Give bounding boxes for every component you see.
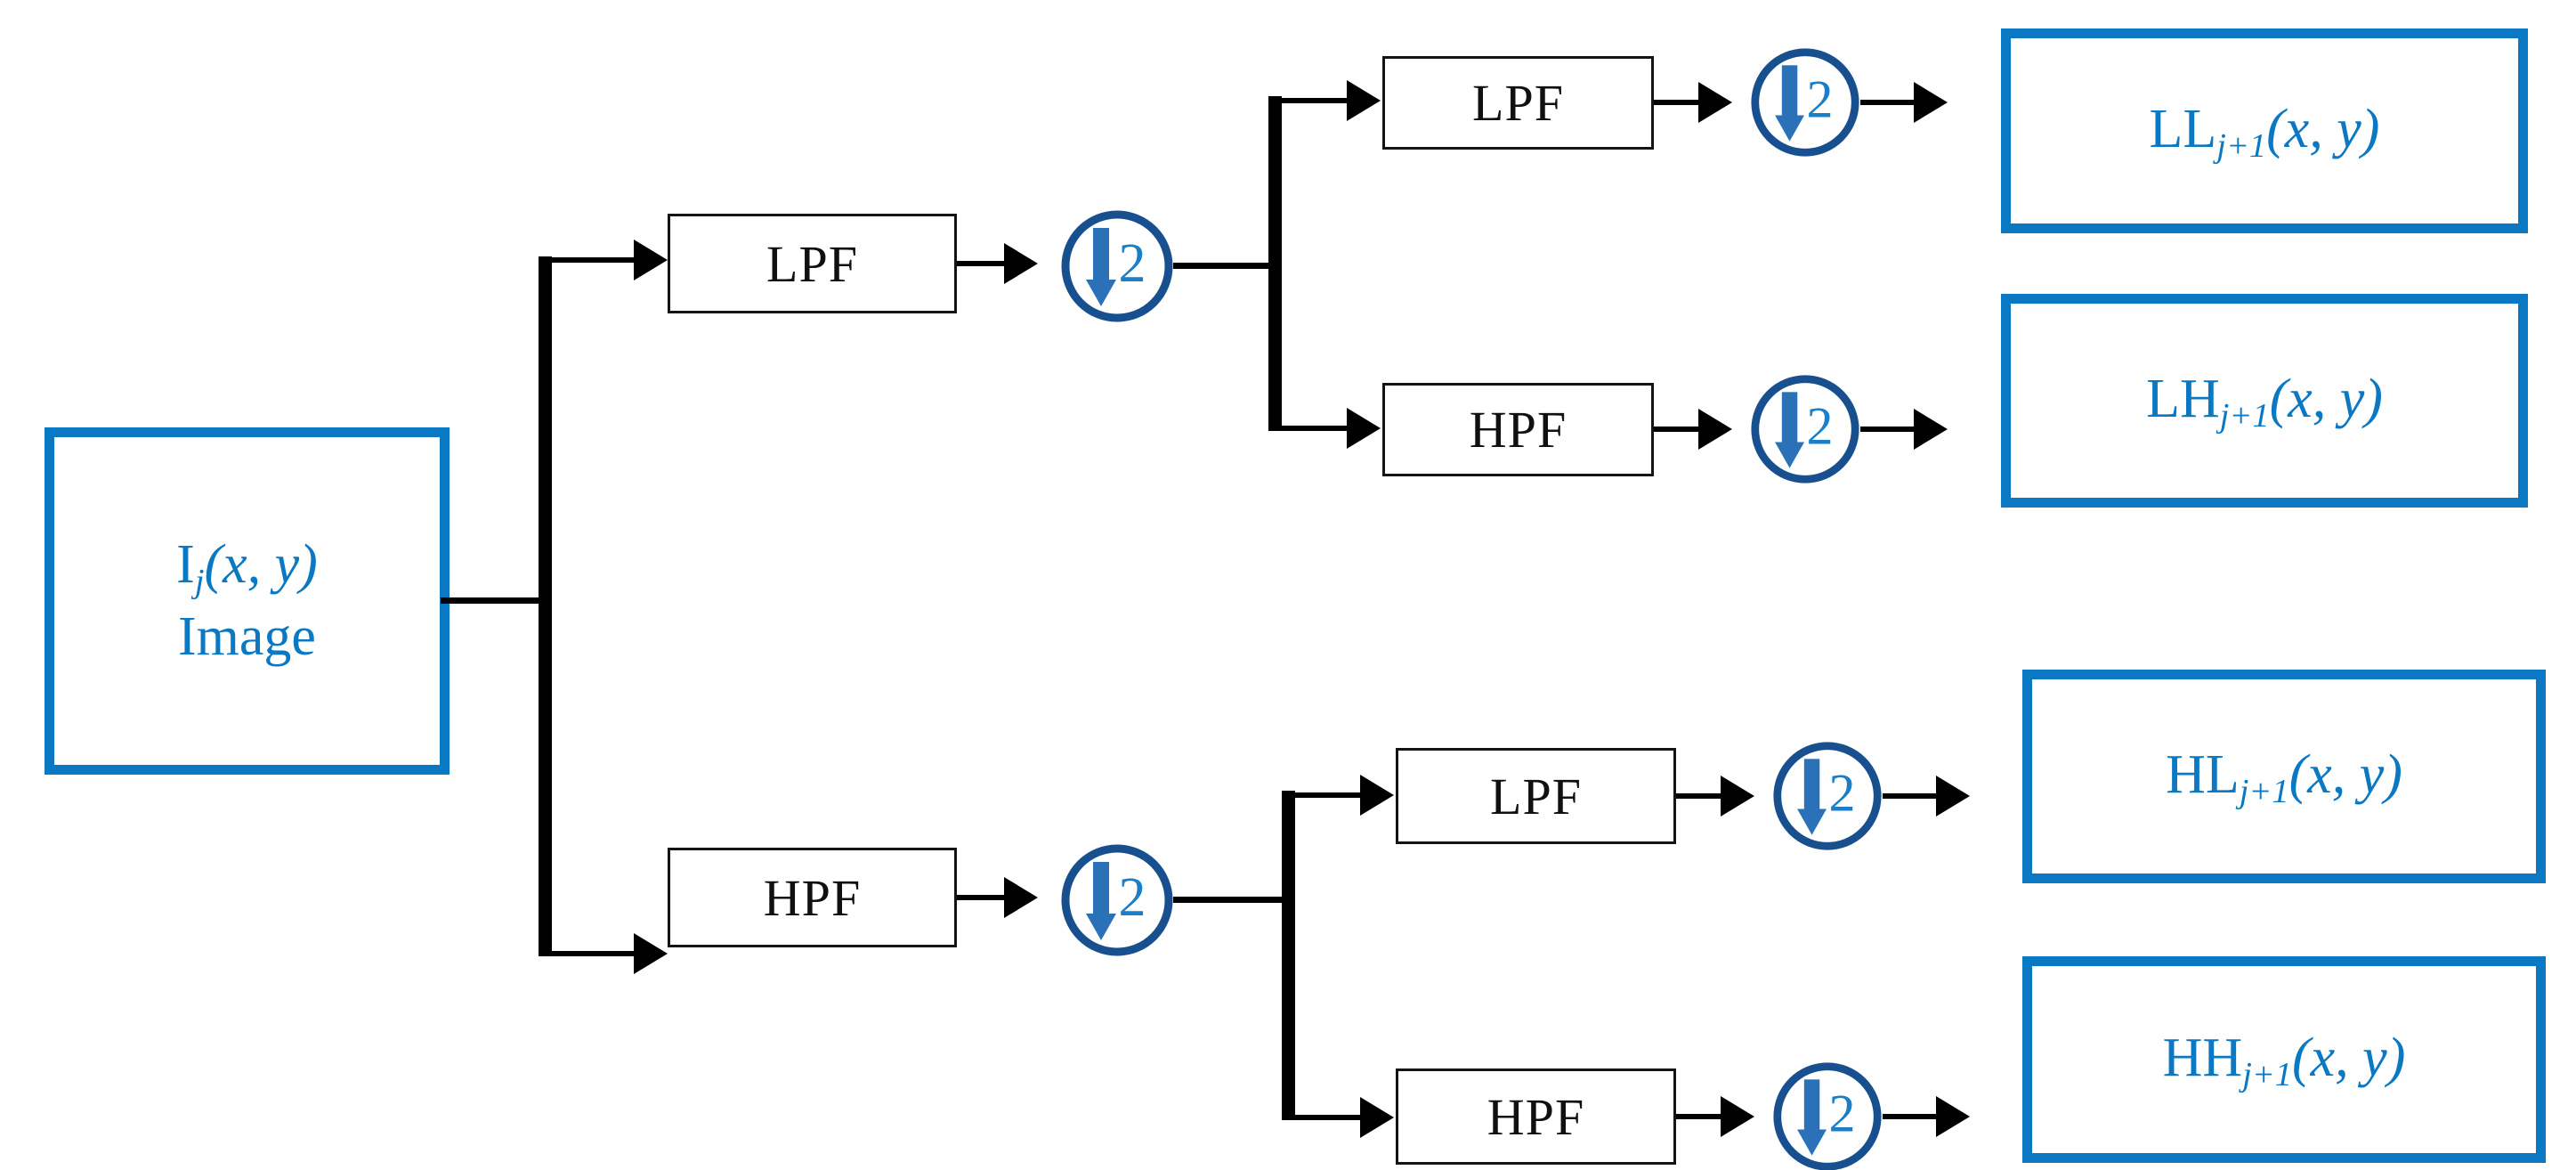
filter-label: HPF	[1469, 401, 1567, 459]
arrowhead-hl-downsample	[1721, 776, 1754, 817]
downsample-hl: 2	[1771, 740, 1883, 852]
wire-lh-hpf-to-downsample	[1654, 427, 1716, 432]
arrowhead-hl-lpf	[1360, 775, 1394, 816]
wire-trunk3-to-hh-hpf	[1288, 1115, 1386, 1120]
down-arrow-icon	[1797, 1079, 1827, 1156]
trunk-level2-lower	[1282, 791, 1295, 1120]
wire-ll-lpf-to-downsample	[1654, 100, 1716, 105]
wire-l1-low-to-trunk2	[1173, 263, 1280, 269]
downsample-factor-label: 2	[1828, 1083, 1855, 1142]
downsample-hh: 2	[1771, 1060, 1883, 1170]
arrowhead-hh-output	[1936, 1096, 1970, 1137]
downsample-icon-group: 2	[1061, 210, 1173, 322]
output-box-hh: HHj+1(x, y)	[2022, 956, 2546, 1163]
arrowhead-lh-output	[1914, 409, 1948, 450]
wire-ll-downsample-to-output	[1860, 100, 1930, 105]
filter-box-hh-hpf: HPF	[1396, 1068, 1676, 1165]
wire-trunk2-to-lh-hpf	[1275, 426, 1373, 431]
filter-label: LPF	[1472, 74, 1564, 132]
output-hl-formula: HLj+1(x, y)	[2166, 743, 2402, 810]
downsample-ll: 2	[1749, 46, 1861, 158]
filter-label: HPF	[763, 868, 862, 927]
down-arrow-icon	[1086, 228, 1116, 306]
down-arrow-icon	[1775, 392, 1805, 468]
downsample-l1-low: 2	[1059, 208, 1175, 324]
arrowhead-hl-output	[1936, 776, 1970, 817]
filter-box-l1-lpf: LPF	[668, 214, 957, 313]
output-ll-formula: LLj+1(x, y)	[2149, 98, 2380, 165]
downsample-lh: 2	[1749, 373, 1861, 485]
arrowhead-ll-output	[1914, 82, 1948, 123]
downsample-factor-label: 2	[1119, 233, 1146, 294]
filter-label: LPF	[766, 234, 858, 293]
downsample-icon-group: 2	[1751, 48, 1859, 157]
arrowhead-lh-hpf	[1347, 408, 1381, 449]
wire-l1-high-to-trunk3	[1173, 897, 1284, 903]
arrowhead-l1-hpf-downsample	[1004, 877, 1038, 918]
filter-box-hl-lpf: LPF	[1396, 748, 1676, 844]
downsample-circle	[1061, 844, 1173, 956]
arrowhead-lh-downsample	[1698, 409, 1732, 450]
down-arrow-icon	[1775, 65, 1805, 142]
wire-trunk-to-l1-lpf	[545, 257, 652, 263]
downsample-icon-group: 2	[1773, 1062, 1882, 1170]
wire-hh-downsample-to-output	[1883, 1114, 1952, 1119]
wire-hh-hpf-to-downsample	[1676, 1114, 1740, 1119]
input-image-caption: Image	[178, 605, 316, 667]
trunk-level2-upper	[1268, 96, 1282, 431]
arrowhead-ll-downsample	[1698, 82, 1732, 123]
input-image-formula: Ij(x, y)	[176, 533, 318, 600]
arrowhead-l1-lpf-downsample	[1004, 243, 1038, 284]
down-arrow-icon	[1086, 862, 1116, 940]
wire-l1-lpf-to-downsample	[957, 261, 1026, 266]
output-box-lh: LHj+1(x, y)	[2001, 294, 2528, 508]
downsample-icon-group: 2	[1773, 742, 1882, 850]
downsample-factor-label: 2	[1828, 762, 1855, 822]
downsample-circle	[1773, 1062, 1882, 1170]
downsample-icon-group: 2	[1061, 844, 1173, 956]
trunk-level1	[539, 256, 552, 956]
downsample-circle	[1061, 210, 1173, 322]
downsample-l1-high: 2	[1059, 842, 1175, 958]
arrowhead-hh-downsample	[1721, 1096, 1754, 1137]
output-lh-formula: LHj+1(x, y)	[2146, 368, 2383, 435]
wire-hl-lpf-to-downsample	[1676, 793, 1740, 799]
arrowhead-ll-lpf	[1347, 80, 1381, 121]
filter-box-ll-lpf: LPF	[1382, 56, 1654, 150]
wire-lh-downsample-to-output	[1860, 427, 1930, 432]
output-box-hl: HLj+1(x, y)	[2022, 670, 2546, 883]
arrowhead-l1-hpf	[634, 933, 668, 974]
wire-trunk2-to-ll-lpf	[1275, 98, 1373, 103]
filter-label: LPF	[1490, 767, 1582, 825]
arrowhead-hh-hpf	[1360, 1097, 1394, 1138]
arrowhead-l1-lpf	[634, 240, 668, 280]
wire-hl-downsample-to-output	[1883, 793, 1952, 799]
downsample-circle	[1751, 375, 1859, 483]
wire-input-to-trunk	[441, 597, 552, 604]
wire-trunk3-to-hl-lpf	[1288, 792, 1386, 798]
filter-box-lh-hpf: HPF	[1382, 383, 1654, 476]
output-box-ll: LLj+1(x, y)	[2001, 28, 2528, 233]
downsample-factor-label: 2	[1806, 69, 1833, 128]
output-hh-formula: HHj+1(x, y)	[2162, 1027, 2406, 1093]
downsample-factor-label: 2	[1806, 395, 1833, 455]
filter-box-l1-hpf: HPF	[668, 848, 957, 947]
wire-l1-hpf-to-downsample	[957, 895, 1026, 900]
down-arrow-icon	[1797, 759, 1827, 835]
filter-label: HPF	[1486, 1087, 1585, 1146]
downsample-circle	[1773, 742, 1882, 850]
downsample-circle	[1751, 48, 1859, 157]
input-image-box: Ij(x, y) Image	[45, 427, 450, 775]
wire-trunk-to-l1-hpf	[545, 951, 652, 956]
downsample-factor-label: 2	[1119, 867, 1146, 928]
downsample-icon-group: 2	[1751, 375, 1859, 483]
